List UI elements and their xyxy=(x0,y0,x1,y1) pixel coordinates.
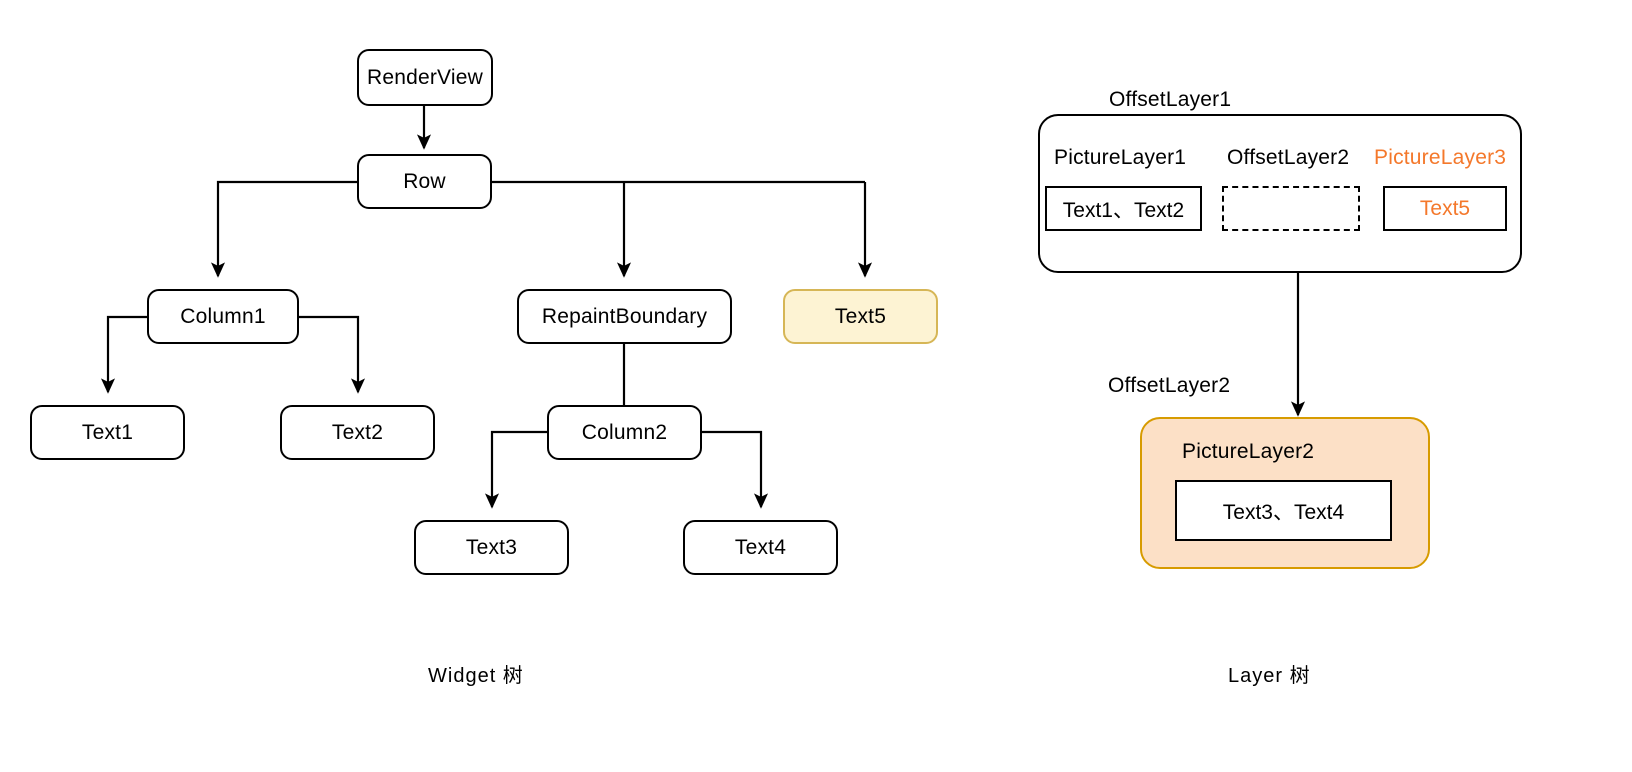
node-text5-label: Text5 xyxy=(834,304,887,328)
node-text3-label: Text3 xyxy=(465,535,518,559)
widget-tree-caption: Widget 树 xyxy=(428,665,524,687)
node-text1[interactable]: Text1 xyxy=(30,405,185,460)
offsetlayer2-placeholder-box[interactable] xyxy=(1222,186,1360,231)
edge-row-column1 xyxy=(210,180,357,278)
node-renderview[interactable]: RenderView xyxy=(357,49,493,106)
node-text4-label: Text4 xyxy=(734,535,787,559)
offsetlayer1-title: OffsetLayer1 xyxy=(1109,88,1232,111)
picturelayer2-box[interactable]: Text3、Text4 xyxy=(1175,480,1392,541)
node-renderview-label: RenderView xyxy=(366,65,483,89)
edge-column1-text2 xyxy=(299,315,366,394)
edge-column2-text3 xyxy=(484,430,547,509)
picturelayer2-title: PictureLayer2 xyxy=(1182,440,1315,463)
edge-column2-text4 xyxy=(701,430,769,509)
node-row-label: Row xyxy=(403,169,446,193)
node-row[interactable]: Row xyxy=(357,154,492,209)
node-repaintboundary[interactable]: RepaintBoundary xyxy=(517,289,732,344)
node-text4[interactable]: Text4 xyxy=(683,520,838,575)
layer-tree-caption: Layer 树 xyxy=(1228,665,1311,687)
node-repaintboundary-label: RepaintBoundary xyxy=(541,304,708,328)
node-column1-label: Column1 xyxy=(180,304,266,328)
picturelayer3-content: Text5 xyxy=(1419,196,1471,220)
picturelayer3-title: PictureLayer3 xyxy=(1374,146,1507,169)
picturelayer1-content: Text1、Text2 xyxy=(1062,198,1185,222)
node-column2-label: Column2 xyxy=(581,420,668,444)
picturelayer1-box[interactable]: Text1、Text2 xyxy=(1045,186,1202,231)
picturelayer1-title: PictureLayer1 xyxy=(1054,146,1187,169)
node-text2-label: Text2 xyxy=(331,420,384,444)
node-text3[interactable]: Text3 xyxy=(414,520,569,575)
offsetlayer2-inline-title: OffsetLayer2 xyxy=(1227,146,1350,169)
picturelayer3-box[interactable]: Text5 xyxy=(1383,186,1507,231)
node-column2[interactable]: Column2 xyxy=(547,405,702,460)
node-column1[interactable]: Column1 xyxy=(147,289,299,344)
node-text5[interactable]: Text5 xyxy=(783,289,938,344)
offsetlayer2-title: OffsetLayer2 xyxy=(1108,374,1231,397)
picturelayer2-content: Text3、Text4 xyxy=(1222,500,1345,524)
node-text1-label: Text1 xyxy=(81,420,134,444)
edge-column1-text1 xyxy=(100,315,147,394)
node-text2[interactable]: Text2 xyxy=(280,405,435,460)
